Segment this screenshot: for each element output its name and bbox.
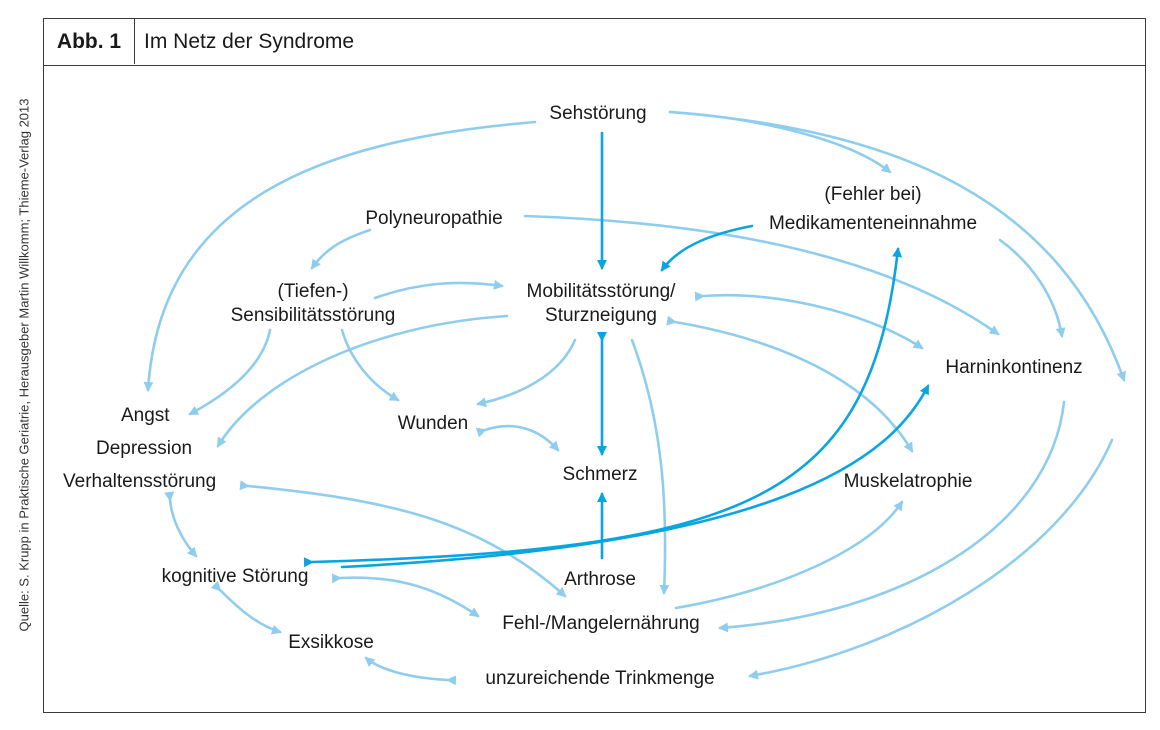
arrow-mobilitaet-wunden [476,338,577,408]
arrow-wunden-schmerz [475,424,560,452]
arrow-verhalten-kognitiv [164,491,198,558]
node-polyneuropathie: Polyneuropathie [365,208,502,229]
figure-header: Abb. 1 Im Netz der Syndrome [44,19,1145,66]
node-fehler-bei: (Fehler bei) [824,184,921,205]
figure-title: Im Netz der Syndrome [144,29,355,53]
node-sehstoerung: Sehstörung [549,103,646,124]
node-depression: Depression [96,438,192,459]
figure-frame: Abb. 1 Im Netz der Syndrome [43,18,1146,713]
arrow-trinkmenge-exsikkose [364,656,457,686]
arrow-tiefen-wunden [340,328,400,402]
node-sensibilitaetsstoerung: Sensibilitätsstörung [231,305,396,326]
arrow-harn-trinkmenge [748,438,1114,680]
arrow-kognitiv-ernaehrung [331,573,480,618]
arrow-poly-tiefen [310,228,372,270]
arrow-mobilitaet-muskel [666,315,914,453]
arrow-sehstoerung-medikamente [668,110,892,174]
arrow-kognitiv-medikamente [303,247,903,568]
dark-arrows [303,131,930,569]
arrow-medikamente-harn [998,238,1066,338]
diagram-nodes: Sehstörung (Fehler bei) Medikamenteneinn… [63,103,1083,689]
arrow-harn-ernaehrung [718,400,1066,633]
node-tiefen: (Tiefen-) [277,281,348,302]
node-mobilitaetsstoerung: Mobilitätsstörung/ [527,281,677,302]
arrow-tiefen-mobilitaet [373,279,504,300]
node-medikamenteneinnahme: Medikamenteneinnahme [769,213,977,234]
node-harninkontinenz: Harninkontinenz [945,357,1082,378]
arrow-poly-harn [523,214,1000,336]
arrow-sehstoerung-angst [143,120,537,392]
node-sturzneigung: Sturzneigung [545,305,657,326]
node-kognitive-stoerung: kognitive Störung [162,566,309,587]
node-fehl-mangelernaehrung: Fehl-/Mangelernährung [502,613,700,634]
node-muskelatrophie: Muskelatrophie [844,471,973,492]
node-verhaltensstoerung: Verhaltensstörung [63,471,216,492]
node-arthrose: Arthrose [564,569,636,590]
arrow-sehstoerung-harn [668,110,1127,382]
arrow-tiefen-angst [188,328,272,416]
node-schmerz: Schmerz [563,464,638,485]
node-angst: Angst [121,405,170,426]
node-wunden: Wunden [398,413,468,434]
arrow-kognitiv-harn [340,384,930,569]
figure-label: Abb. 1 [44,19,135,64]
node-trinkmenge: unzureichende Trinkmenge [485,668,714,689]
node-exsikkose: Exsikkose [288,632,374,653]
arrow-ernaehrung-muskel [674,500,904,610]
light-arrows [143,110,1127,686]
arrow-kognitiv-exsikkose [210,580,282,635]
